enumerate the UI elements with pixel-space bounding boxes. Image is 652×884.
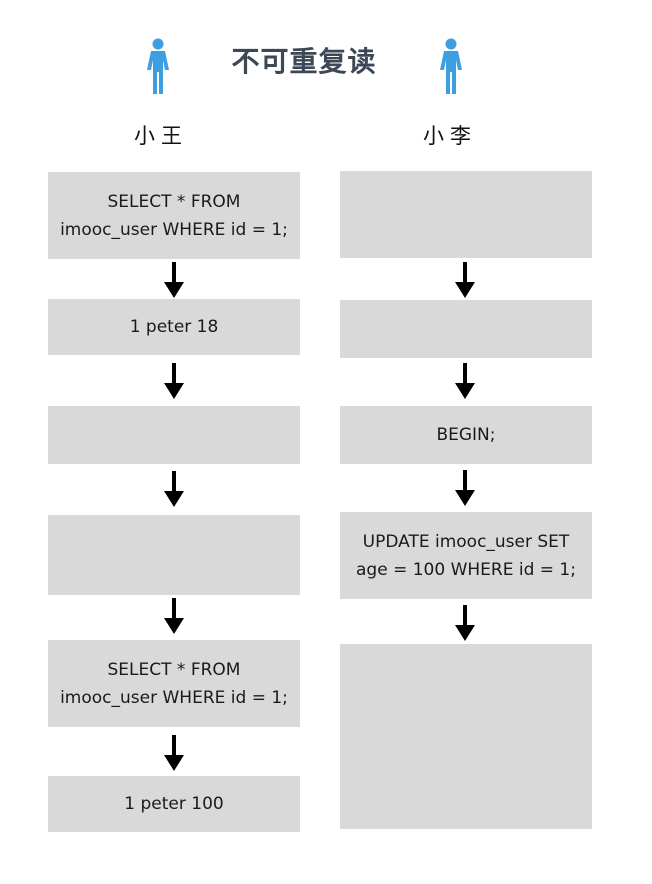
left-arrow-down-icon-3 bbox=[164, 471, 184, 507]
left-step-4-box bbox=[48, 515, 300, 595]
left-arrow-down-icon-5 bbox=[164, 735, 184, 771]
column-label-xiaowang: 小王 bbox=[134, 124, 188, 148]
left-arrow-down-icon-2 bbox=[164, 363, 184, 399]
column-label-xiaoli: 小李 bbox=[423, 124, 477, 148]
left-step-3-box bbox=[48, 406, 300, 464]
right-step-3-text: BEGIN; bbox=[436, 425, 496, 445]
left-step-2-text: 1 peter 18 bbox=[129, 317, 219, 337]
right-step-3-box: BEGIN; bbox=[340, 406, 592, 464]
left-step-1-box: SELECT * FROM imooc_user WHERE id = 1; bbox=[48, 172, 300, 259]
left-step-1-text: SELECT * FROM imooc_user WHERE id = 1; bbox=[60, 191, 288, 240]
right-arrow-down-icon-3 bbox=[455, 470, 475, 506]
left-step-5-text: SELECT * FROM imooc_user WHERE id = 1; bbox=[60, 659, 288, 708]
right-step-4-box: UPDATE imooc_user SET age = 100 WHERE id… bbox=[340, 512, 592, 599]
right-step-4-text: UPDATE imooc_user SET age = 100 WHERE id… bbox=[356, 531, 576, 580]
left-step-6-text: 1 peter 100 bbox=[124, 794, 224, 814]
right-step-1-box bbox=[340, 171, 592, 258]
person-left-icon bbox=[147, 38, 169, 94]
right-step-5-box bbox=[340, 644, 592, 829]
left-arrow-down-icon-4 bbox=[164, 598, 184, 634]
right-arrow-down-icon-1 bbox=[455, 262, 475, 298]
left-arrow-down-icon-1 bbox=[164, 262, 184, 298]
left-step-5-box: SELECT * FROM imooc_user WHERE id = 1; bbox=[48, 640, 300, 727]
person-right-icon bbox=[440, 38, 462, 94]
left-step-2-box: 1 peter 18 bbox=[48, 299, 300, 355]
right-arrow-down-icon-4 bbox=[455, 605, 475, 641]
right-step-2-box bbox=[340, 300, 592, 358]
right-arrow-down-icon-2 bbox=[455, 363, 475, 399]
diagram-title: 不可重复读 bbox=[231, 45, 377, 78]
left-step-6-box: 1 peter 100 bbox=[48, 776, 300, 832]
